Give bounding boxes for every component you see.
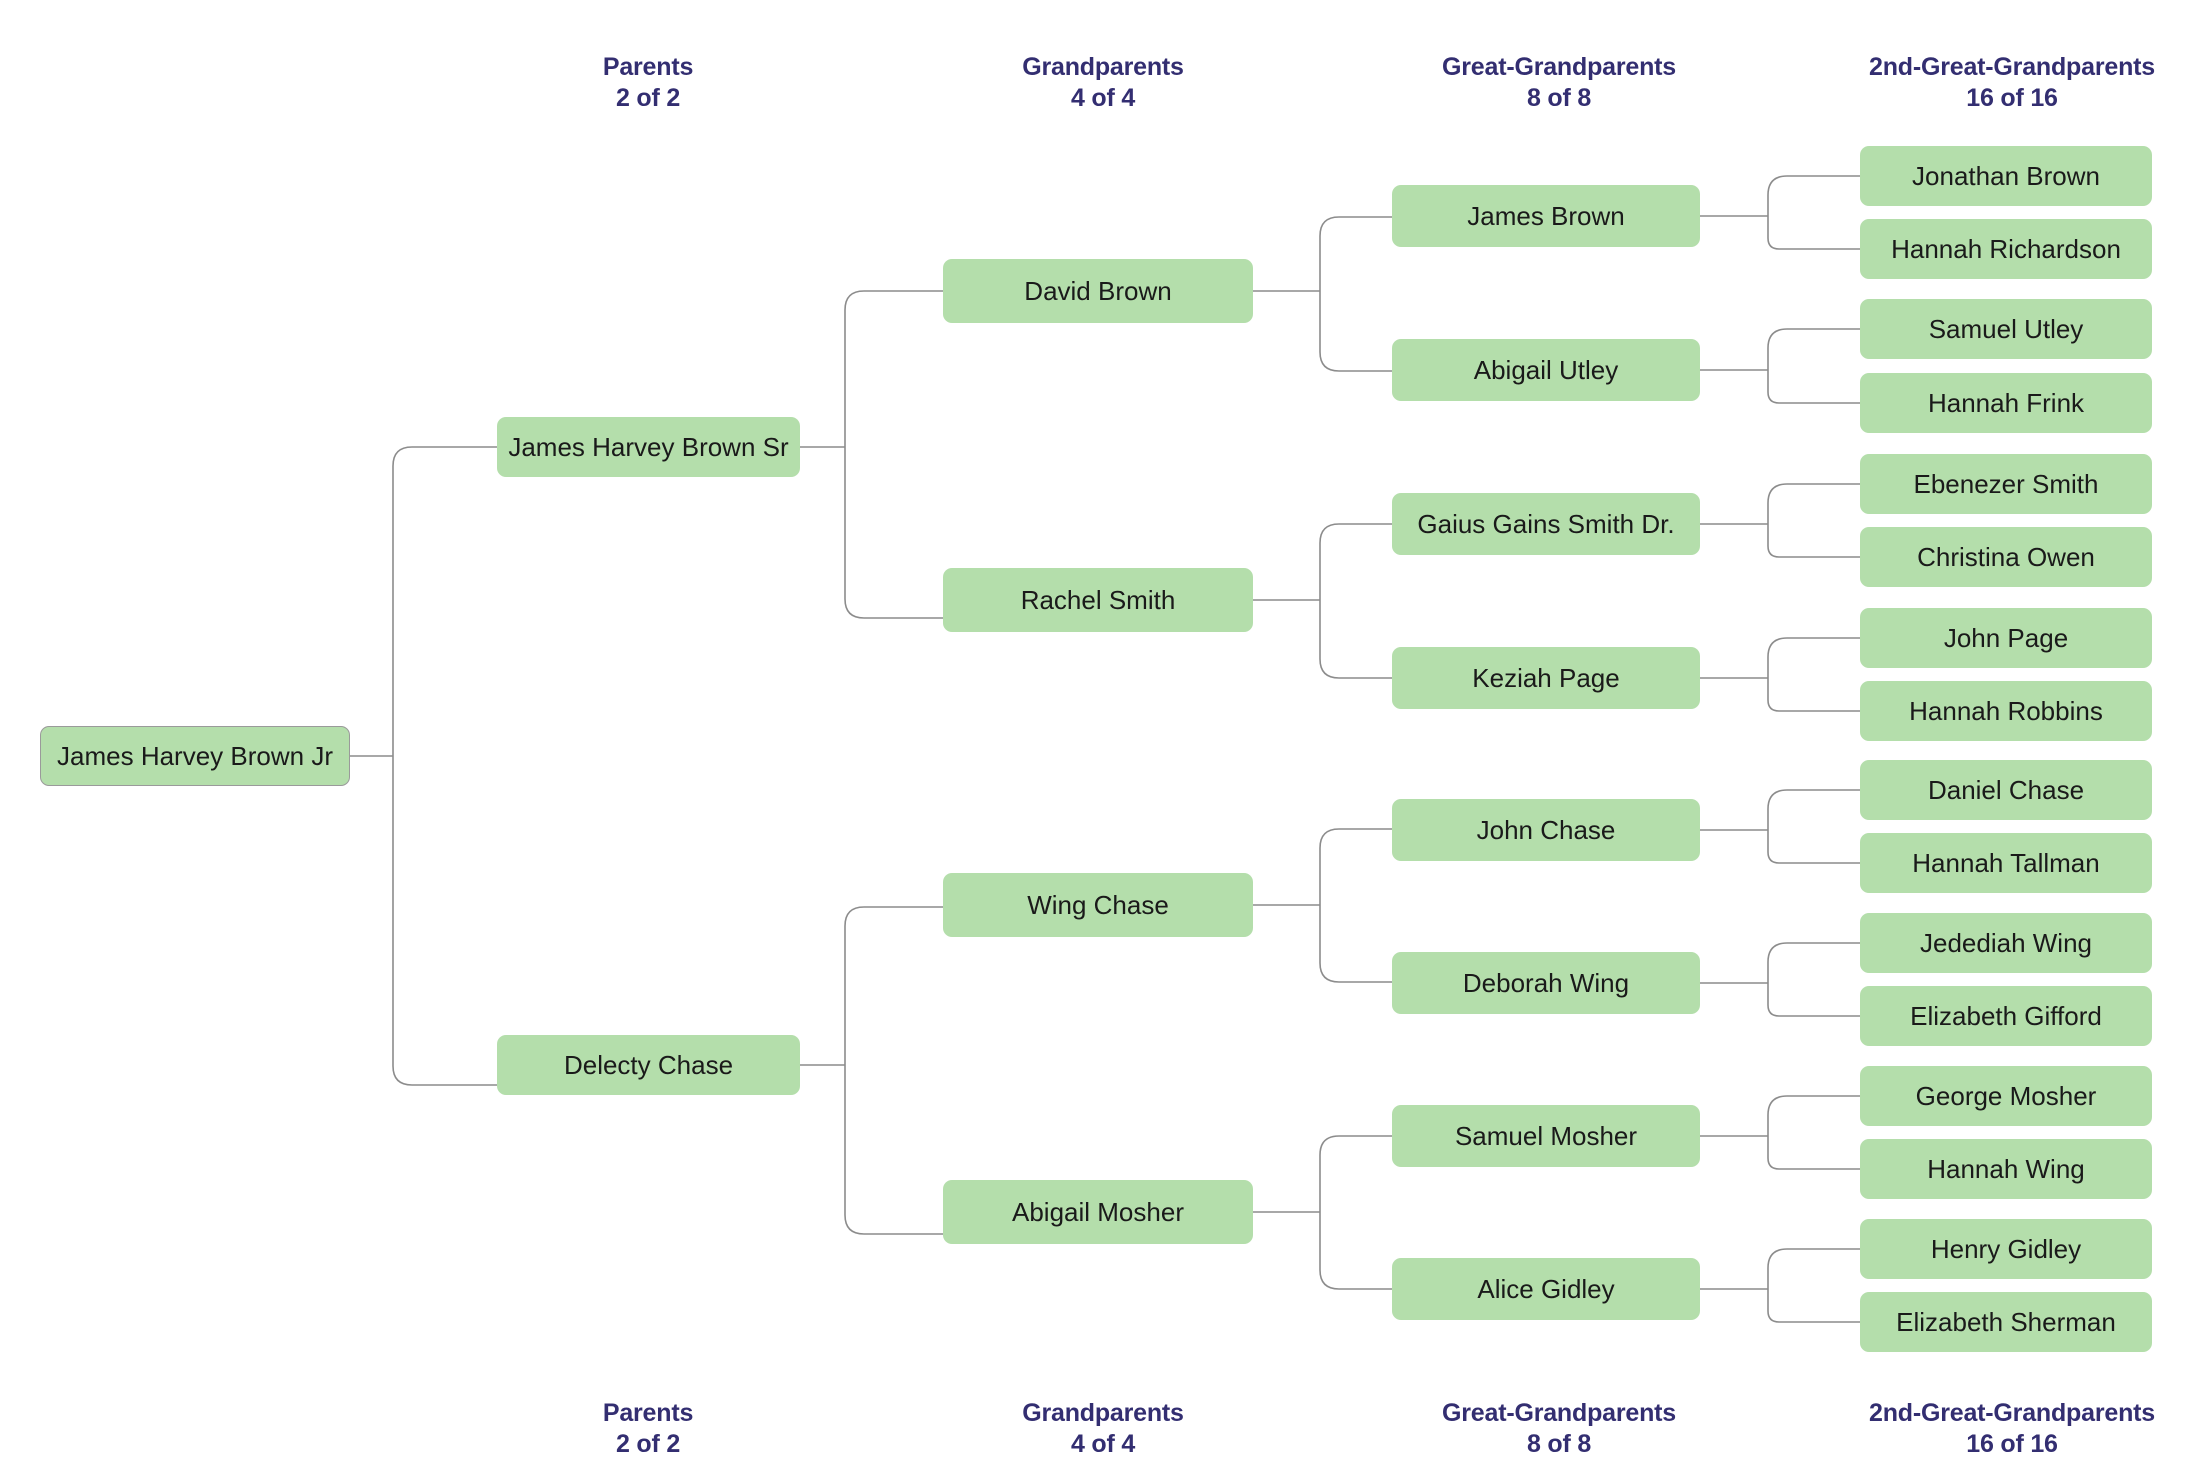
column-header-2nd-great-grandparents-top: 2nd-Great-Grandparents 16 of 16 — [1869, 52, 2155, 113]
person-node-2nd-great-grandparent-7[interactable]: John Page — [1860, 608, 2152, 668]
person-name: Christina Owen — [1917, 542, 2095, 572]
person-node-root[interactable]: James Harvey Brown Jr — [40, 726, 350, 786]
person-name: Elizabeth Gifford — [1910, 1001, 2102, 1031]
column-header-title: 2nd-Great-Grandparents — [1869, 1399, 2155, 1427]
column-header-count: 8 of 8 — [1526, 1429, 1592, 1458]
person-node-great-grandparent-4[interactable]: Keziah Page — [1392, 647, 1700, 709]
column-header-count: 2 of 2 — [615, 1429, 681, 1458]
column-header-count: 8 of 8 — [1526, 83, 1592, 112]
person-node-2nd-great-grandparent-5[interactable]: Ebenezer Smith — [1860, 454, 2152, 514]
person-node-2nd-great-grandparent-4[interactable]: Hannah Frink — [1860, 373, 2152, 433]
person-name: Abigail Utley — [1473, 355, 1619, 385]
column-header-title: Great-Grandparents — [1442, 1399, 1676, 1427]
person-name: John Chase — [1476, 815, 1616, 845]
person-node-parent-1[interactable]: James Harvey Brown Sr — [497, 417, 800, 477]
person-node-grandparent-3[interactable]: Wing Chase — [943, 873, 1253, 937]
person-node-2nd-great-grandparent-11[interactable]: Jedediah Wing — [1860, 913, 2152, 973]
column-header-count: 2 of 2 — [615, 83, 681, 112]
person-name: George Mosher — [1915, 1081, 2097, 1111]
person-name: Samuel Utley — [1928, 314, 2084, 344]
column-header-parents-top: Parents 2 of 2 — [602, 52, 694, 113]
person-name: Alice Gidley — [1477, 1274, 1615, 1304]
person-name: Gaius Gains Smith Dr. — [1417, 509, 1675, 539]
person-node-grandparent-1[interactable]: David Brown — [943, 259, 1253, 323]
person-name: Hannah Richardson — [1891, 234, 2121, 264]
person-name: Wing Chase — [1027, 890, 1169, 920]
person-name: Hannah Tallman — [1912, 848, 2100, 878]
person-name: Ebenezer Smith — [1913, 469, 2099, 499]
person-node-parent-2[interactable]: Delecty Chase — [497, 1035, 800, 1095]
column-header-count: 4 of 4 — [1070, 83, 1136, 112]
column-header-grandparents-bottom: Grandparents 4 of 4 — [1022, 1398, 1184, 1459]
column-header-parents-bottom: Parents 2 of 2 — [602, 1398, 694, 1459]
person-name: Hannah Frink — [1927, 388, 2085, 418]
person-name: Delecty Chase — [563, 1050, 734, 1080]
person-node-2nd-great-grandparent-3[interactable]: Samuel Utley — [1860, 299, 2152, 359]
column-header-title: Great-Grandparents — [1442, 53, 1676, 81]
person-name: Deborah Wing — [1462, 968, 1630, 998]
column-header-title: Grandparents — [1022, 53, 1184, 81]
person-node-grandparent-4[interactable]: Abigail Mosher — [943, 1180, 1253, 1244]
column-header-title: Parents — [602, 1399, 694, 1427]
person-name: Hannah Robbins — [1909, 696, 2103, 726]
person-name: Abigail Mosher — [1012, 1197, 1184, 1227]
person-name: Rachel Smith — [1020, 585, 1176, 615]
column-header-title: Grandparents — [1022, 1399, 1184, 1427]
person-node-great-grandparent-8[interactable]: Alice Gidley — [1392, 1258, 1700, 1320]
person-name: James Brown — [1467, 201, 1625, 231]
person-name: Daniel Chase — [1927, 775, 2085, 805]
column-header-count: 4 of 4 — [1070, 1429, 1136, 1458]
person-name: James Harvey Brown Sr — [508, 432, 789, 462]
person-name: David Brown — [1024, 276, 1172, 306]
person-node-2nd-great-grandparent-9[interactable]: Daniel Chase — [1860, 760, 2152, 820]
person-node-great-grandparent-2[interactable]: Abigail Utley — [1392, 339, 1700, 401]
column-header-title: 2nd-Great-Grandparents — [1869, 53, 2155, 81]
person-node-2nd-great-grandparent-10[interactable]: Hannah Tallman — [1860, 833, 2152, 893]
person-node-great-grandparent-6[interactable]: Deborah Wing — [1392, 952, 1700, 1014]
person-node-2nd-great-grandparent-12[interactable]: Elizabeth Gifford — [1860, 986, 2152, 1046]
column-header-count: 16 of 16 — [1966, 1429, 2058, 1458]
person-name: John Page — [1943, 623, 2069, 653]
person-node-great-grandparent-7[interactable]: Samuel Mosher — [1392, 1105, 1700, 1167]
column-header-title: Parents — [602, 53, 694, 81]
person-node-2nd-great-grandparent-15[interactable]: Henry Gidley — [1860, 1219, 2152, 1279]
person-name: Henry Gidley — [1930, 1234, 2082, 1264]
column-header-grandparents-top: Grandparents 4 of 4 — [1022, 52, 1184, 113]
column-header-2nd-great-grandparents-bottom: 2nd-Great-Grandparents 16 of 16 — [1869, 1398, 2155, 1459]
person-node-great-grandparent-3[interactable]: Gaius Gains Smith Dr. — [1392, 493, 1700, 555]
person-name: Keziah Page — [1472, 663, 1620, 693]
person-node-great-grandparent-5[interactable]: John Chase — [1392, 799, 1700, 861]
column-header-count: 16 of 16 — [1966, 83, 2058, 112]
person-name: James Harvey Brown Jr — [57, 741, 333, 771]
person-node-2nd-great-grandparent-1[interactable]: Jonathan Brown — [1860, 146, 2152, 206]
person-node-great-grandparent-1[interactable]: James Brown — [1392, 185, 1700, 247]
person-node-2nd-great-grandparent-8[interactable]: Hannah Robbins — [1860, 681, 2152, 741]
person-node-2nd-great-grandparent-16[interactable]: Elizabeth Sherman — [1860, 1292, 2152, 1352]
person-name: Jedediah Wing — [1920, 928, 2092, 958]
person-node-2nd-great-grandparent-13[interactable]: George Mosher — [1860, 1066, 2152, 1126]
person-name: Jonathan Brown — [1912, 161, 2100, 191]
person-name: Samuel Mosher — [1454, 1121, 1638, 1151]
person-name: Elizabeth Sherman — [1896, 1307, 2116, 1337]
person-node-2nd-great-grandparent-14[interactable]: Hannah Wing — [1860, 1139, 2152, 1199]
person-node-2nd-great-grandparent-6[interactable]: Christina Owen — [1860, 527, 2152, 587]
person-name: Hannah Wing — [1927, 1154, 2085, 1184]
person-node-grandparent-2[interactable]: Rachel Smith — [943, 568, 1253, 632]
column-header-great-grandparents-bottom: Great-Grandparents 8 of 8 — [1442, 1398, 1676, 1459]
column-header-great-grandparents-top: Great-Grandparents 8 of 8 — [1442, 52, 1676, 113]
person-node-2nd-great-grandparent-2[interactable]: Hannah Richardson — [1860, 219, 2152, 279]
